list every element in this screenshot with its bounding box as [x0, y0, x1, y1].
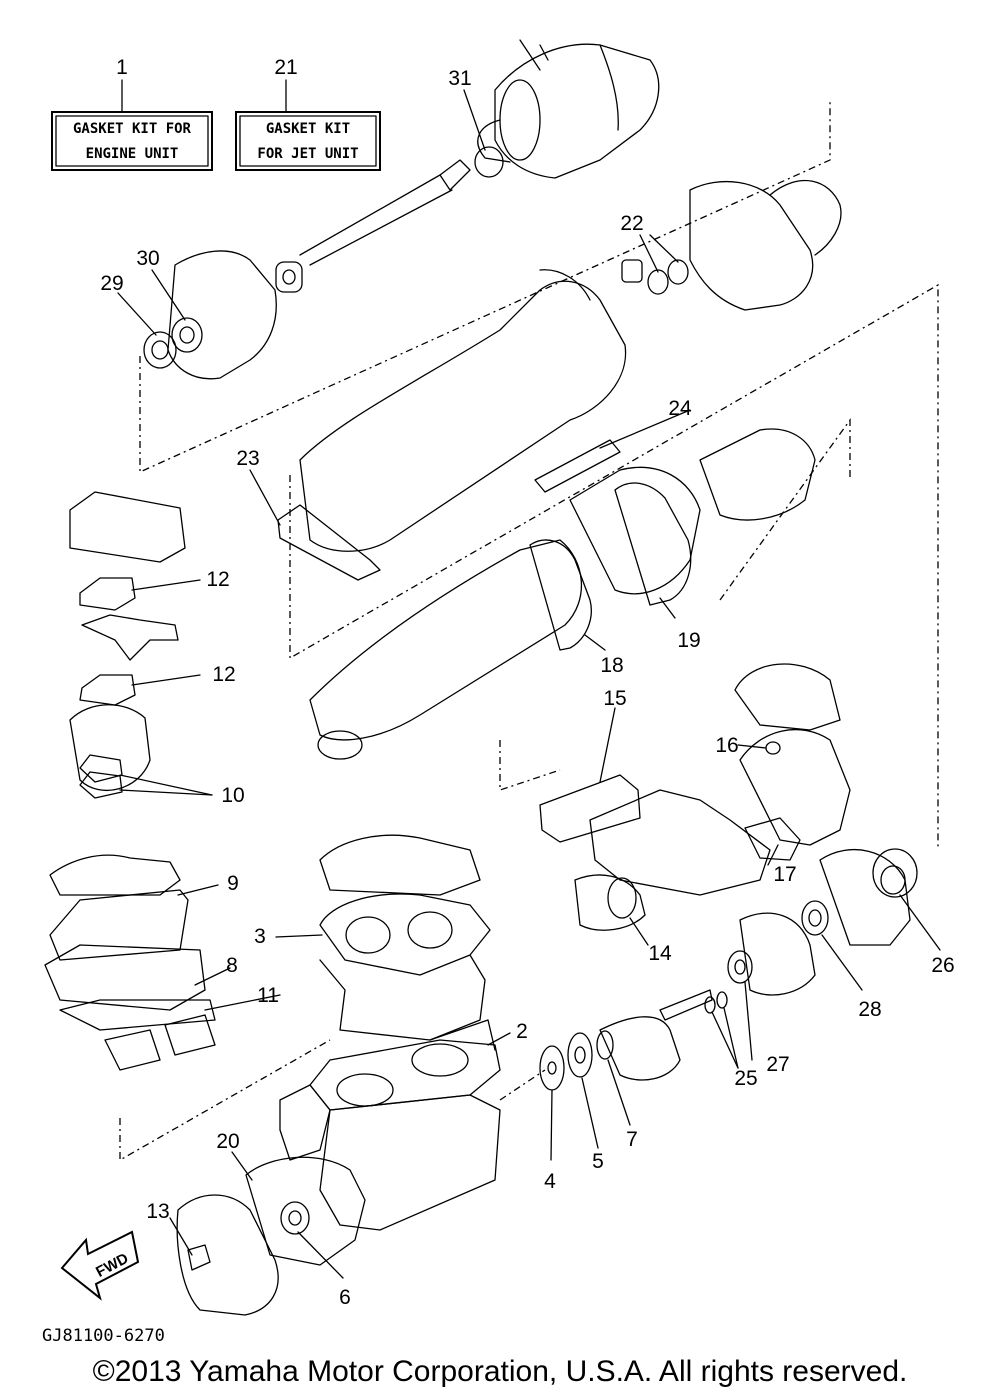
- gasket-10a: [79, 754, 123, 783]
- bearing-28: [801, 900, 829, 936]
- seal-26: [872, 848, 918, 898]
- callout-16: 16: [715, 734, 738, 757]
- exhaust-chamber: [277, 269, 627, 581]
- callout-19: 19: [677, 629, 700, 652]
- callout-29: 29: [100, 272, 123, 295]
- jet-intake-housing: [143, 250, 277, 380]
- exhaust-manifold: [539, 663, 851, 931]
- part-7: [596, 1030, 614, 1060]
- gasket-9: [49, 889, 189, 961]
- gasket-19: [614, 482, 692, 606]
- callout-10: 10: [221, 784, 244, 807]
- callout-22: 22: [620, 212, 643, 235]
- gasket-18: [529, 539, 592, 651]
- callout-26: 26: [931, 954, 954, 977]
- crankcase: [245, 1039, 501, 1266]
- o-ring-25a: [704, 996, 716, 1014]
- gasket-13: [187, 1244, 211, 1271]
- seal-6: [280, 1201, 310, 1235]
- gasket-12a: [79, 577, 136, 611]
- callout-20: 20: [216, 1130, 239, 1153]
- gasket-2: [309, 1039, 501, 1111]
- part-4: [539, 1045, 565, 1091]
- jet-pump-housing: [275, 39, 660, 293]
- callout-25: 25: [734, 1067, 757, 1090]
- callout-15: 15: [603, 687, 626, 710]
- bearing-30: [171, 317, 203, 353]
- cylinder-block: [319, 834, 496, 1051]
- callout-23: 23: [236, 447, 259, 470]
- callout-14: 14: [648, 942, 672, 965]
- callout-1: 1: [116, 56, 128, 79]
- leader-lines: [117, 89, 941, 1279]
- drive-shaft-parts: [539, 848, 918, 1091]
- gasket-15: [539, 774, 641, 843]
- callout-31: 31: [448, 67, 471, 90]
- gasket-12b: [79, 674, 136, 706]
- copyright-notice: ©2013 Yamaha Motor Corporation, U.S.A. A…: [93, 1355, 908, 1388]
- gasket-20: [245, 1156, 366, 1266]
- callout-17: 17: [773, 863, 796, 886]
- kit-jet-line2: FOR JET UNIT: [257, 146, 358, 162]
- callout-12b: 12: [212, 663, 235, 686]
- gasket-24: [534, 439, 621, 493]
- kit-jet-line1: GASKET KIT: [266, 121, 350, 137]
- fwd-arrow-icon: FWD: [60, 1230, 140, 1301]
- callout-3: 3: [254, 925, 266, 948]
- gasket-8: [44, 944, 206, 1011]
- o-ring-31: [474, 146, 504, 178]
- gasket-17: [744, 817, 801, 861]
- gasket-3: [319, 893, 491, 976]
- gasket-10b: [79, 771, 123, 799]
- o-ring-25b: [716, 991, 728, 1009]
- gasket-14: [607, 877, 637, 919]
- callout-24: 24: [668, 397, 692, 420]
- callout-30: 30: [136, 247, 159, 270]
- carburetor-stack: [44, 491, 216, 1071]
- bearing-22b: [667, 259, 689, 285]
- gasket-23: [277, 504, 381, 581]
- kit-engine-line1: GASKET KIT FOR: [73, 121, 192, 137]
- kit-box-jet: GASKET KIT FOR JET UNIT: [235, 111, 381, 171]
- bearing-22a: [647, 269, 669, 295]
- callout-28: 28: [858, 998, 881, 1021]
- callout-5: 5: [592, 1150, 604, 1173]
- part-5: [567, 1032, 593, 1078]
- callout-13: 13: [146, 1200, 169, 1223]
- gasket-11: [59, 999, 216, 1031]
- callout-4: 4: [544, 1170, 556, 1193]
- expansion-pipe: [309, 428, 816, 760]
- bearing-27: [727, 950, 753, 984]
- callout-7: 7: [626, 1128, 638, 1151]
- assembly-outlines: [119, 100, 939, 1162]
- callout-6: 6: [339, 1286, 351, 1309]
- kit-engine-line2: ENGINE UNIT: [86, 146, 179, 162]
- callout-9: 9: [227, 872, 239, 895]
- drawing-code: GJ81100-6270: [42, 1326, 165, 1346]
- callout-labels: 1 21 31 22 30 29 24 23 12 12 19 18 15 16…: [100, 56, 954, 1309]
- impeller-duct: [621, 179, 842, 311]
- seal-29: [143, 331, 177, 369]
- callout-8: 8: [226, 954, 238, 977]
- callout-2: 2: [516, 1020, 528, 1043]
- callout-12a: 12: [206, 568, 229, 591]
- callout-18: 18: [600, 654, 623, 677]
- plug-16: [765, 741, 781, 755]
- kit-box-engine: GASKET KIT FOR ENGINE UNIT: [51, 111, 213, 171]
- callout-27: 27: [766, 1053, 789, 1076]
- flywheel-cover: [176, 1194, 279, 1316]
- callout-11: 11: [257, 984, 279, 1007]
- callout-21: 21: [274, 56, 297, 79]
